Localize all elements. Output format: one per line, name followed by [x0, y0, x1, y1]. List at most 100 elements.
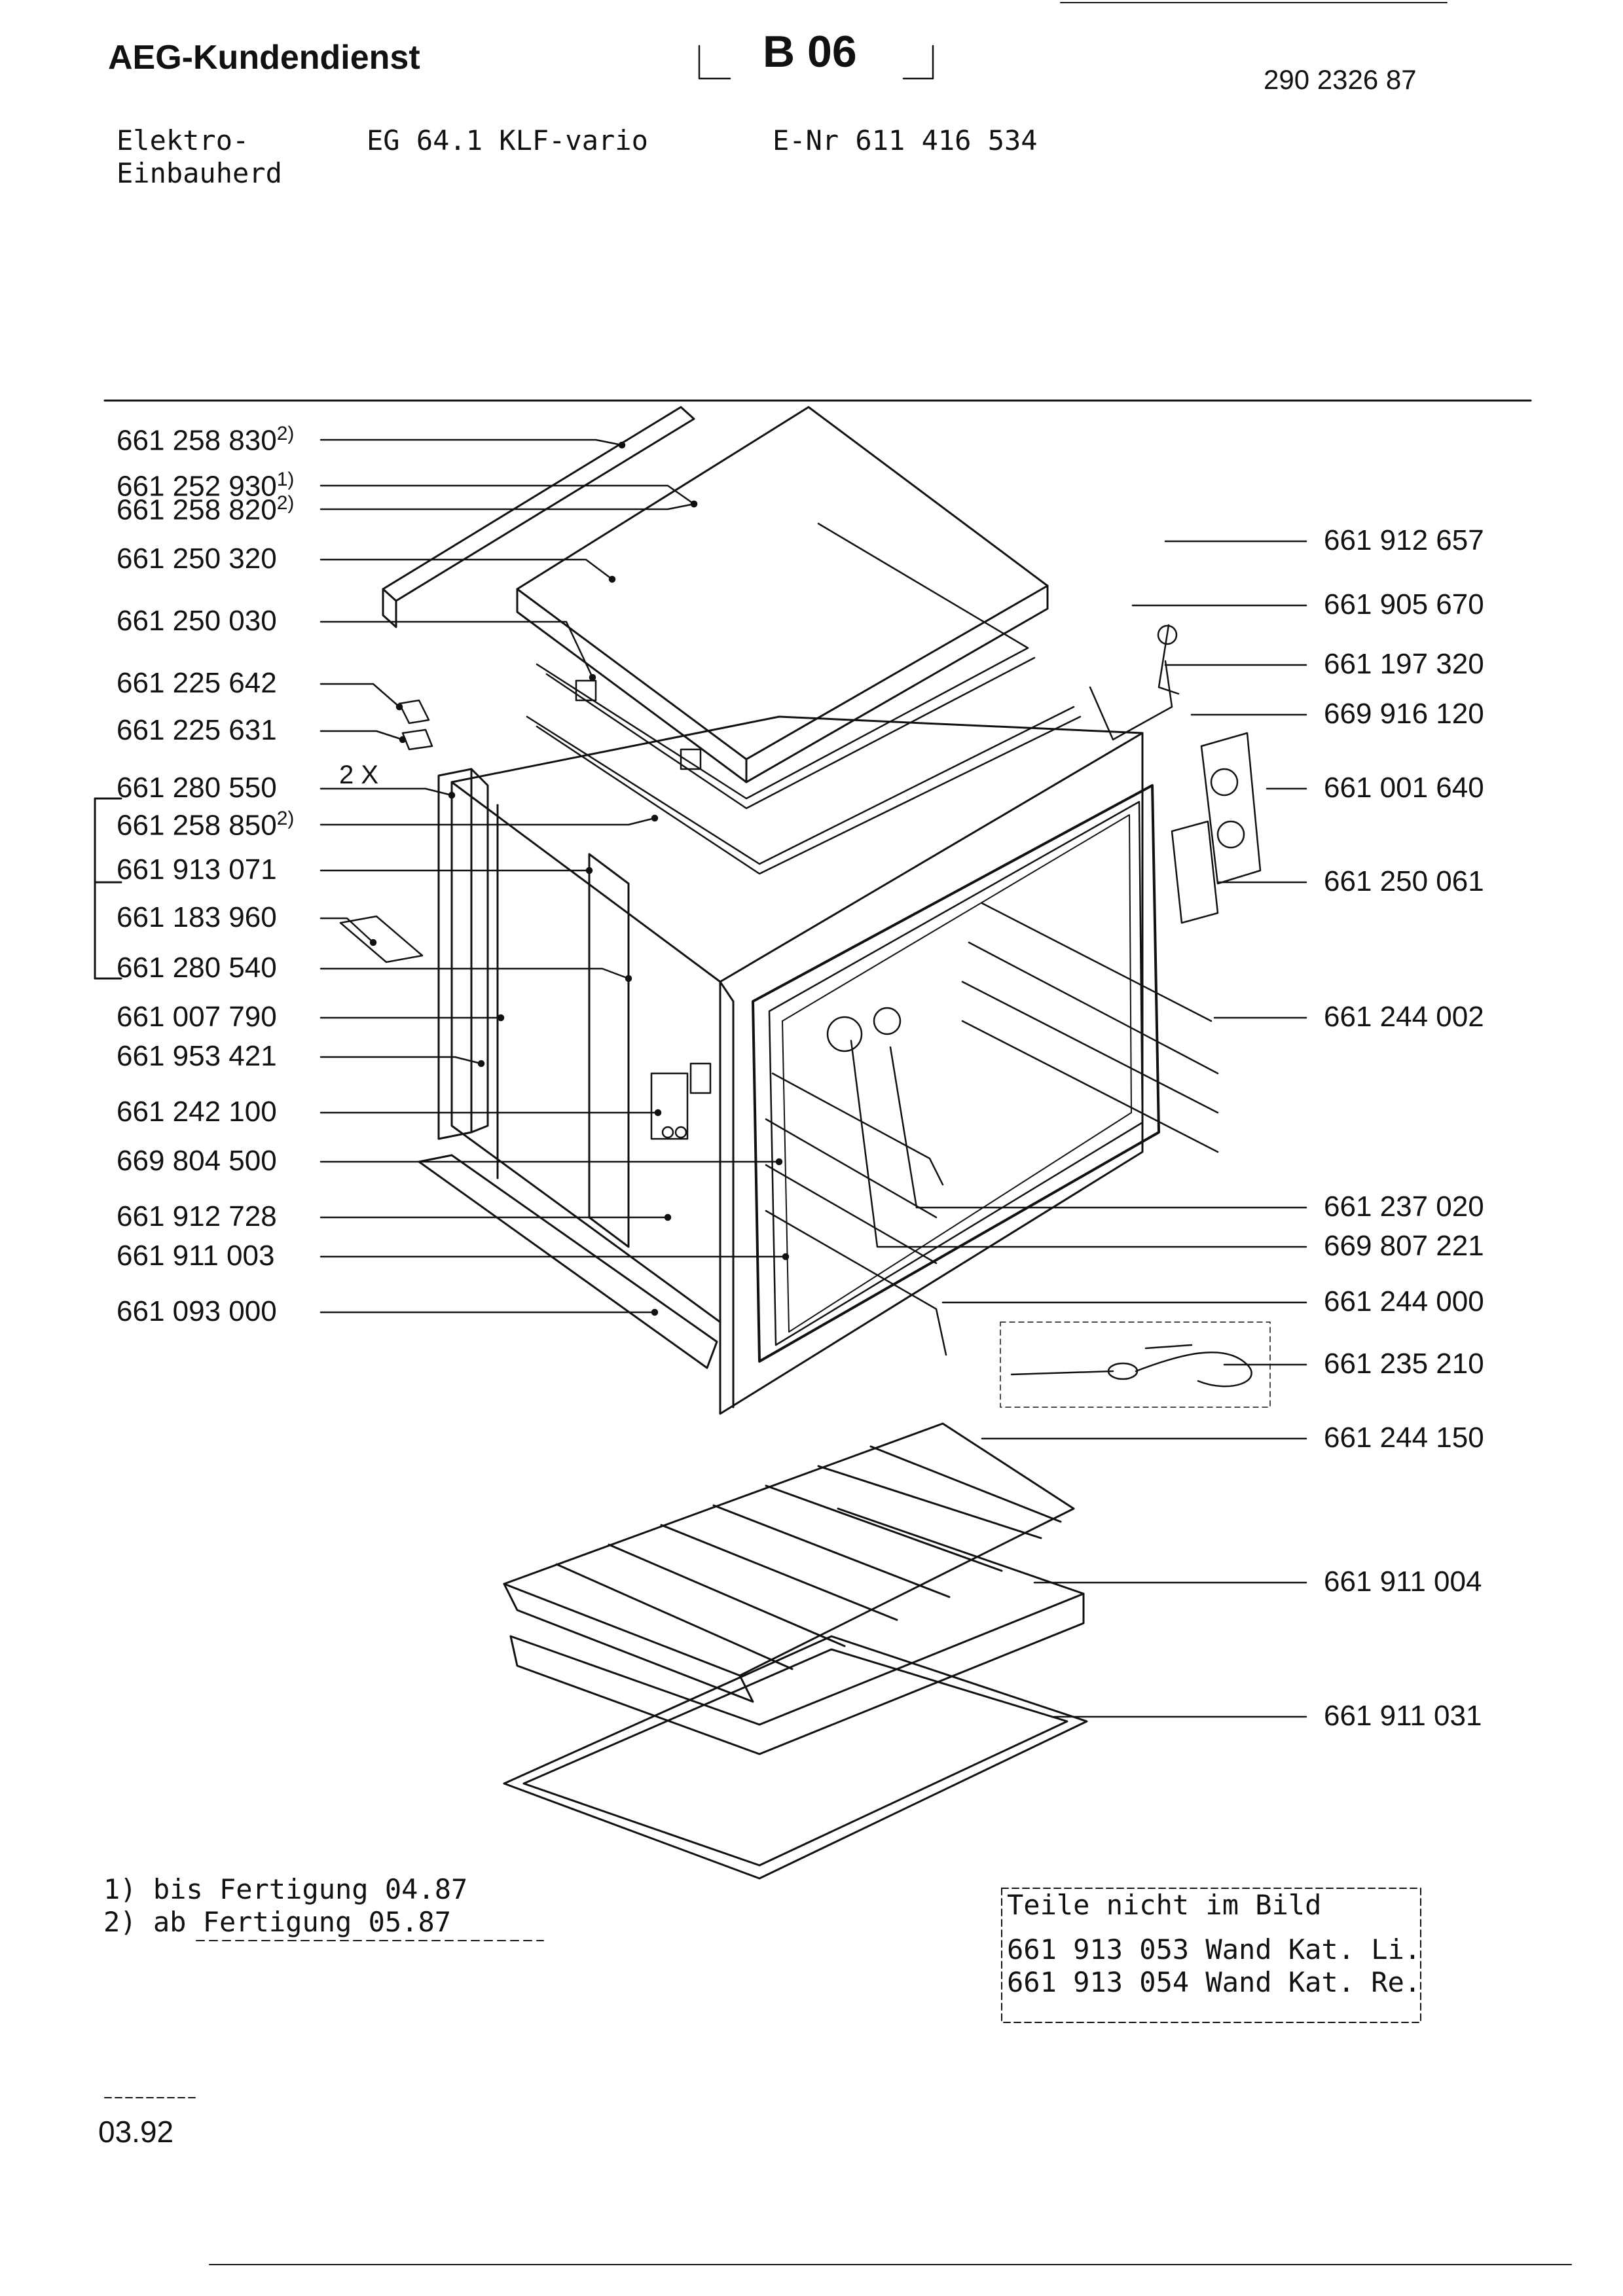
part-number: 661 280 540	[117, 952, 277, 984]
footnote-2-text: ab Fertigung 05.87	[153, 1906, 452, 1938]
footnote-1: 1) bis Fertigung 04.87	[103, 1873, 467, 1905]
print-date: 03.92	[98, 2115, 174, 2149]
e-number: E-Nr 611 416 534	[773, 124, 1038, 156]
part-number: 661 225 642	[117, 667, 277, 699]
part-label-left: 661 007 790	[117, 1001, 277, 1033]
part-number: 661 911 003	[117, 1240, 275, 1272]
footnote-2-marker: 2)	[103, 1906, 137, 1938]
leader-dot	[651, 1308, 659, 1316]
leader-line	[319, 620, 594, 679]
part-label-right: 661 197 320	[1324, 648, 1484, 680]
part-label-left: 661 912 728	[117, 1200, 277, 1233]
brand-title: AEG-Kundendienst	[108, 39, 420, 77]
leader-dot	[625, 975, 632, 982]
part-label-right: 661 244 000	[1324, 1285, 1484, 1318]
part-number: 661 258 820	[117, 493, 277, 526]
leader-line	[319, 730, 404, 741]
leader-dot	[618, 441, 626, 449]
part-label-left: 661 242 100	[117, 1096, 277, 1128]
leader-dot	[448, 791, 456, 799]
leader-dot	[651, 814, 659, 822]
model-designation: EG 64.1 KLF-vario	[367, 124, 648, 156]
leader-line	[889, 1046, 1307, 1209]
part-label-left: 661 250 320	[117, 543, 277, 575]
part-label-left: 661 258 8502)	[117, 808, 294, 842]
part-number: 661 953 421	[117, 1040, 277, 1072]
fan-cover	[826, 1007, 902, 1052]
part-number: 661 225 631	[117, 714, 277, 746]
part-label-right: 661 001 640	[1324, 772, 1484, 804]
product-type-line2: Einbauherd	[117, 157, 282, 189]
lamp-assembly	[1089, 624, 1180, 741]
section-code: B 06	[763, 27, 857, 77]
part-label-right: 669 916 120	[1324, 698, 1484, 730]
footnote-marker: 2)	[276, 423, 295, 444]
not-shown-box	[1001, 1888, 1421, 2023]
document-number: 290 2326 87	[1264, 64, 1417, 95]
footnote-1-marker: 1)	[103, 1873, 137, 1905]
part-number: 661 242 100	[117, 1096, 277, 1128]
part-number: 661 252 930	[117, 470, 277, 503]
footnote-marker: 1)	[276, 469, 295, 490]
not-shown-item: 661 913 053 Wand Kat. Li.	[1007, 1933, 1421, 1965]
side-panel-left	[437, 768, 630, 1248]
part-label-left: 661 280 550	[117, 772, 277, 804]
leader-line	[319, 1056, 483, 1065]
part-label-left: 661 225 642	[117, 667, 277, 700]
part-label-right: 669 807 221	[1324, 1230, 1484, 1262]
part-label-left: 661 258 8302)	[117, 423, 294, 457]
part-label-left: 661 250 030	[117, 605, 277, 637]
leader-line	[319, 439, 623, 446]
part-label-right: 661 244 150	[1324, 1422, 1484, 1454]
part-label-right: 661 911 004	[1324, 1566, 1482, 1598]
leader-dot	[664, 1213, 672, 1221]
switch-block	[1171, 732, 1262, 924]
leader-line	[319, 503, 695, 511]
part-label-left: 661 913 071	[117, 853, 277, 886]
part-number: 661 007 790	[117, 1001, 277, 1033]
part-label-right: 661 237 020	[1324, 1191, 1484, 1223]
leader-dot	[690, 500, 698, 508]
leader-dot	[782, 1253, 790, 1261]
product-type-line1: Elektro-	[117, 124, 249, 156]
part-number: 661 912 728	[117, 1200, 277, 1232]
rack-frame	[503, 1635, 1088, 1880]
part-label-right: 661 905 670	[1324, 588, 1484, 620]
part-label-left: 661 183 960	[117, 901, 277, 934]
oven-rack	[503, 1422, 1075, 1703]
footnote-marker: 2)	[276, 808, 295, 829]
part-number: 661 093 000	[117, 1295, 277, 1327]
section-bracket	[698, 45, 934, 80]
leader-dot	[399, 736, 407, 744]
leader-dot	[585, 867, 593, 874]
footnote-1-text: bis Fertigung 04.87	[153, 1873, 468, 1905]
leader-line	[319, 683, 401, 708]
shelf-support-right	[961, 902, 1219, 1153]
leader-line	[319, 484, 695, 505]
baking-tray	[509, 1507, 1085, 1755]
oven-cavity	[450, 715, 1160, 1415]
part-label-left: 661 225 631	[117, 714, 277, 747]
top-cover-panel	[516, 406, 1049, 783]
part-label-right: 661 250 061	[1324, 865, 1484, 897]
leader-dot	[395, 703, 403, 711]
left-leader-lines	[319, 439, 790, 1316]
leader-dot	[654, 1109, 662, 1117]
part-label-right: 661 244 002	[1324, 1001, 1484, 1033]
thermostat-bracket	[650, 1062, 712, 1140]
part-number: 661 183 960	[117, 901, 277, 933]
part-label-left: 661 252 9301)	[117, 469, 294, 503]
part-number: 661 258 850	[117, 809, 277, 842]
part-number: 661 258 830	[117, 424, 277, 457]
top-heating-element	[526, 522, 1082, 875]
leader-line	[319, 558, 613, 581]
leader-dot	[497, 1014, 505, 1022]
part-number: 661 250 030	[117, 605, 277, 637]
part-label-right: 661 912 657	[1324, 524, 1484, 556]
leader-dot	[477, 1060, 485, 1067]
leader-line	[319, 817, 656, 826]
group-bracket	[94, 797, 122, 980]
leader-line	[319, 787, 453, 797]
